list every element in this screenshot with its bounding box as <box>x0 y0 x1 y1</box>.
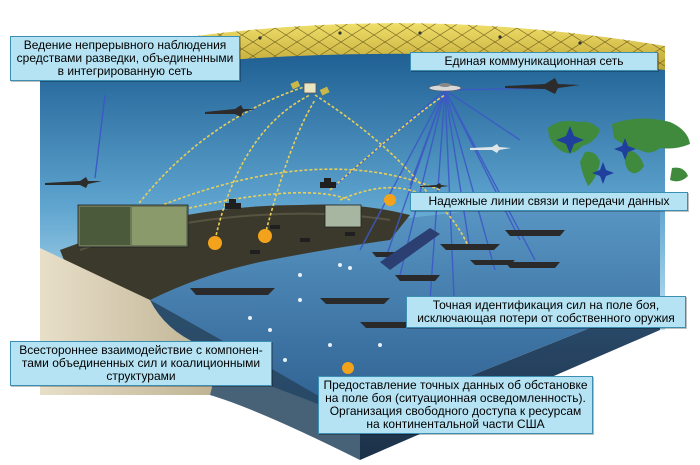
label-identification: Точная идентификация сил на поле боя, ис… <box>406 296 686 328</box>
label-interaction: Всестороннее взаимодействие с компонен- … <box>10 341 272 386</box>
ship-icon <box>190 230 565 328</box>
aircraft-icon <box>45 78 580 189</box>
ribbon-bar <box>380 228 440 270</box>
explosion-icon <box>208 194 396 374</box>
label-situational-data: Предоставление точных данных об обстанов… <box>318 376 593 434</box>
label-data-links: Надежные линии связи и передачи данных <box>410 192 688 211</box>
satellite-icon <box>290 80 330 96</box>
awacs-icon <box>428 83 462 92</box>
tank-icon <box>225 178 355 254</box>
photo-panel-right <box>324 204 362 228</box>
label-surveillance: Ведение непрерывного наблюдения средства… <box>10 36 240 81</box>
world-map-icon <box>548 118 690 186</box>
data-transfer-arcs <box>129 84 471 251</box>
label-comm-network: Единая коммуникационная сеть <box>410 52 658 71</box>
